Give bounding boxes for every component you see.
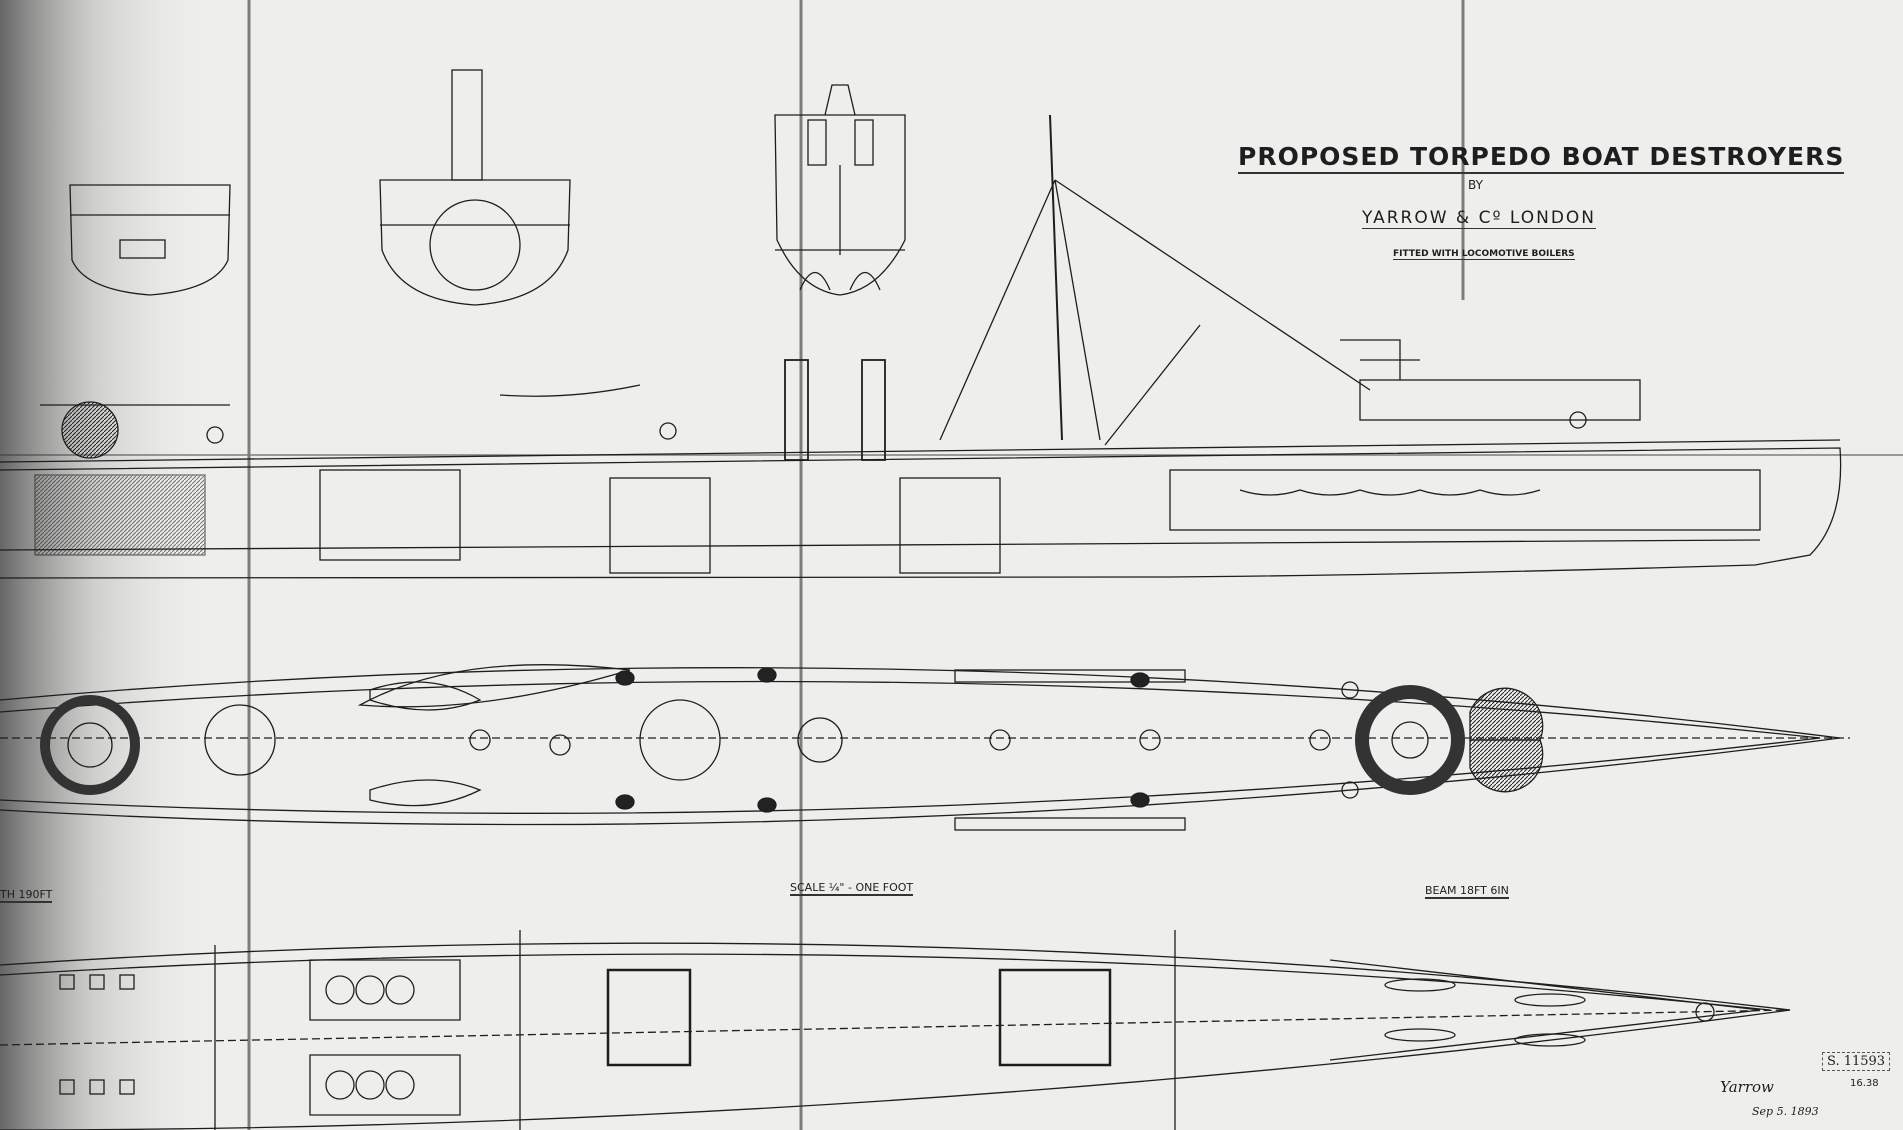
archive-stamp-sub: 16.38 (1850, 1078, 1879, 1089)
section-view-1 (69, 184, 231, 296)
signature-date: Sep 5. 1893 (1752, 1105, 1819, 1118)
subtitle-label: FITTED WITH LOCOMOTIVE BOILERS (1393, 249, 1575, 260)
profile-view (0, 114, 1842, 579)
by-label: BY (1468, 178, 1483, 192)
deck-plan-view (0, 664, 1850, 831)
drawing-title: PROPOSED TORPEDO BOAT DESTROYERS (1238, 142, 1845, 174)
archive-stamp: S. 11593 (1822, 1052, 1891, 1071)
section-view-3 (774, 84, 906, 296)
maker-label: YARROW & Cº LONDON (1362, 208, 1597, 229)
scale-label: SCALE ¼" - ONE FOOT (790, 881, 914, 896)
lower-plan-view (0, 930, 1791, 1130)
section-view-2 (379, 69, 571, 306)
length-label: TH 190FT (0, 888, 53, 903)
beam-label: BEAM 18FT 6IN (1425, 884, 1509, 899)
signature: Yarrow (1720, 1078, 1774, 1096)
